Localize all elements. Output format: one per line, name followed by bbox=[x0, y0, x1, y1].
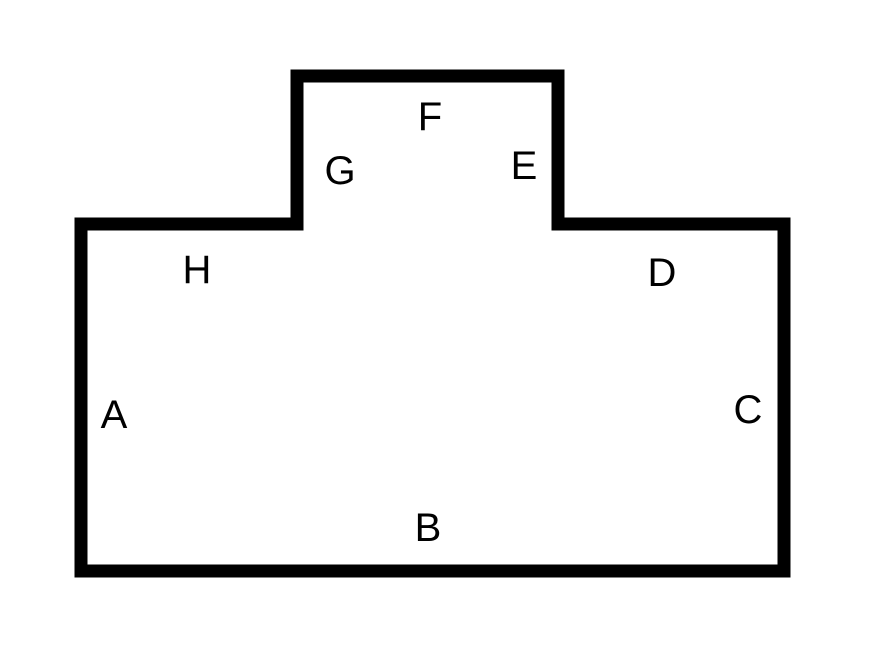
edge-label-f: F bbox=[418, 95, 442, 139]
edge-label-d: D bbox=[648, 251, 677, 295]
edge-label-c: C bbox=[734, 388, 763, 432]
edge-label-h: H bbox=[183, 248, 212, 292]
edge-label-a: A bbox=[101, 393, 128, 437]
shape-outline bbox=[74, 69, 791, 578]
edge-label-e: E bbox=[511, 144, 538, 188]
edge-label-g: G bbox=[324, 149, 355, 193]
edge-label-b: B bbox=[415, 506, 442, 550]
